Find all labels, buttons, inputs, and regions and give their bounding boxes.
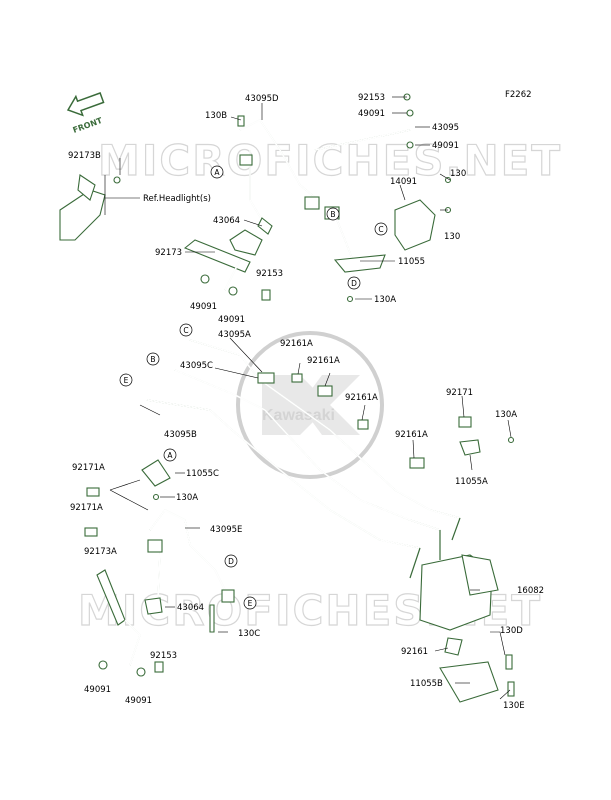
part-label: 49091 <box>358 109 385 119</box>
part-label: 43095 <box>432 123 459 133</box>
part-label: 14091 <box>390 177 417 187</box>
ref-circle-label: E <box>248 599 253 608</box>
part-label: 92171A <box>72 463 105 473</box>
part-label: 43064 <box>213 216 240 226</box>
part-label: 43095D <box>245 94 279 104</box>
part-label: 92153 <box>150 651 177 661</box>
part-label: 49091 <box>432 141 459 151</box>
ref-circle-label: B <box>330 210 335 219</box>
part-label: 130D <box>500 626 523 636</box>
part-label: 43095C <box>180 361 213 371</box>
part-label: 11055 <box>398 257 425 267</box>
part-label: 49091 <box>218 315 245 325</box>
part-label: 49091 <box>190 302 217 312</box>
part-label: 92161A <box>307 356 340 366</box>
part-label: 92161A <box>280 339 313 349</box>
watermark-top: MICROFICHES.NET <box>98 136 562 185</box>
part-label: 130B <box>205 111 227 121</box>
part-label: 43095E <box>210 525 242 535</box>
part-label: 11055A <box>455 477 488 487</box>
part-label: Ref.Headlight(s) <box>143 194 211 204</box>
part-label: 92171 <box>446 388 473 398</box>
part-label: 92153 <box>256 269 283 279</box>
brand-text: Kawasaki <box>262 407 335 424</box>
part-label: 92173B <box>68 151 101 161</box>
part-label: 130E <box>503 701 525 711</box>
ref-circle-label: B <box>150 355 155 364</box>
ref-circle-label: D <box>228 557 234 566</box>
part-label: 16082 <box>517 586 544 596</box>
front-arrow-label: FRONT <box>72 116 104 135</box>
part-label: 130A <box>374 295 396 305</box>
part-label: 92153 <box>358 93 385 103</box>
part-label: 92161A <box>395 430 428 440</box>
part-label: 130A <box>176 493 198 503</box>
part-label: 130 <box>444 232 460 242</box>
part-label: 92171A <box>70 503 103 513</box>
ref-circles: A B C D C B E A D E <box>119 165 388 610</box>
part-label: 130 <box>450 169 466 179</box>
ref-circle-label: C <box>378 225 383 234</box>
ref-circle-label: A <box>214 168 220 177</box>
part-label: 49091 <box>84 685 111 695</box>
ref-circle-label: E <box>124 376 129 385</box>
part-label: 49091 <box>125 696 152 706</box>
kawasaki-logo: Kawasaki <box>236 331 384 479</box>
part-label: 11055B <box>410 679 443 689</box>
part-label: 11055C <box>186 469 219 479</box>
diagram-code: F2262 <box>505 90 532 100</box>
part-label: 92161A <box>345 393 378 403</box>
part-labels: 92173B Ref.Headlight(s) 130B 43095D 4306… <box>68 93 544 711</box>
part-label: 43064 <box>177 603 204 613</box>
ref-circle-label: C <box>183 326 188 335</box>
front-arrow-icon <box>66 92 105 117</box>
part-label: 43095B <box>164 430 197 440</box>
part-label: 92173 <box>155 248 182 258</box>
ref-circle-label: A <box>167 451 173 460</box>
ref-circle-label: D <box>351 279 357 288</box>
part-label: 92161 <box>401 647 428 657</box>
part-label: 92173A <box>84 547 117 557</box>
part-label: 43095A <box>218 330 251 340</box>
part-label: 130A <box>495 410 517 420</box>
part-label: 130C <box>238 629 260 639</box>
